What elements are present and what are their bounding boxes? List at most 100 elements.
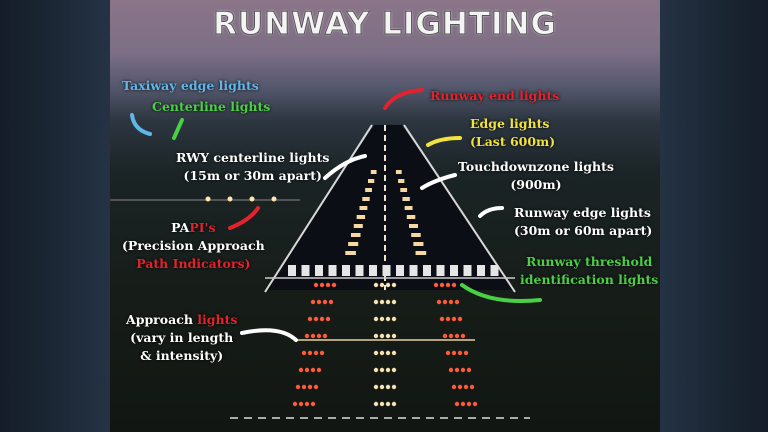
approach-light [391, 350, 397, 356]
approach-light [442, 333, 448, 339]
label-rwy-centerline-lights: RWY centerline lights(15m or 30m apart) [176, 150, 330, 183]
approach-light [328, 299, 334, 305]
arrow-approach [240, 328, 298, 342]
threshold-bar [328, 265, 337, 276]
threshold-bar [450, 265, 458, 276]
approach-light [469, 384, 475, 390]
papi-light [205, 196, 211, 202]
arrow-runway-edge [478, 206, 504, 218]
approach-light [448, 367, 454, 373]
approach-light [460, 333, 466, 339]
approach-light [307, 384, 313, 390]
approach-light [448, 333, 454, 339]
approach-light [373, 299, 379, 305]
approach-light [463, 350, 469, 356]
page-title: RUNWAY LIGHTING [213, 6, 557, 43]
papi-light [249, 196, 255, 202]
arrow-edge [426, 136, 462, 147]
label-runway-end-lights: Runway end lights [430, 88, 560, 103]
approach-lights [230, 282, 530, 419]
approach-light [451, 282, 457, 288]
approach-light [391, 333, 397, 339]
tdz-light-left [353, 224, 363, 228]
tdz-light-right [411, 233, 421, 237]
arrow-tdz [420, 173, 457, 190]
approach-light [316, 299, 322, 305]
threshold-bar [355, 265, 364, 276]
approach-light [373, 384, 379, 390]
tdz-light-left [370, 170, 377, 174]
approach-light [451, 350, 457, 356]
approach-light [457, 384, 463, 390]
papi-lights [205, 196, 277, 202]
touchdown-zone-lights [345, 170, 427, 255]
approach-light [373, 401, 379, 407]
approach-light [385, 367, 391, 373]
approach-light [313, 316, 319, 322]
approach-light [373, 333, 379, 339]
arrow-centerline [172, 118, 184, 140]
approach-light [373, 316, 379, 322]
approach-light [319, 316, 325, 322]
approach-light [316, 333, 322, 339]
papi-light [271, 196, 277, 202]
approach-light [295, 384, 301, 390]
approach-light [310, 299, 316, 305]
runway-left-edge [264, 124, 373, 293]
threshold-bar [369, 265, 377, 276]
arrow-threshold [460, 283, 542, 303]
tdz-light-left [367, 179, 375, 183]
runway-right-edge [403, 124, 516, 293]
approach-light [319, 282, 325, 288]
papi-light [227, 196, 233, 202]
approach-light [385, 282, 391, 288]
threshold-bar [490, 265, 499, 276]
approach-light [391, 282, 397, 288]
tdz-light-right [413, 242, 424, 246]
approach-light [442, 299, 448, 305]
approach-light [325, 282, 331, 288]
tdz-light-left [348, 242, 359, 246]
approach-light [445, 282, 451, 288]
approach-light [379, 333, 385, 339]
approach-light [379, 367, 385, 373]
arrow-runway-end [383, 88, 424, 110]
approach-light [310, 333, 316, 339]
approach-light [310, 367, 316, 373]
threshold-bar [436, 265, 445, 276]
approach-light [373, 282, 379, 288]
label-approach-lights: Approach lights (vary in length & intens… [126, 312, 238, 363]
threshold-bar [315, 265, 323, 276]
threshold-bar [396, 265, 404, 276]
approach-light [322, 299, 328, 305]
approach-light [313, 282, 319, 288]
approach-light [454, 333, 460, 339]
label-edge-lights: Edge lights(Last 600m) [470, 116, 556, 149]
approach-light [466, 367, 472, 373]
approach-light [379, 316, 385, 322]
label-runway-edge-lights: Runway edge lights(30m or 60m apart) [514, 205, 653, 238]
approach-light [325, 316, 331, 322]
approach-light [322, 333, 328, 339]
tdz-light-left [356, 215, 366, 219]
approach-light [454, 401, 460, 407]
approach-light [457, 316, 463, 322]
approach-light [391, 384, 397, 390]
tdz-light-left [345, 251, 356, 255]
approach-light [313, 384, 319, 390]
approach-light [391, 367, 397, 373]
approach-light [373, 350, 379, 356]
approach-light [307, 350, 313, 356]
approach-light [385, 350, 391, 356]
approach-light [385, 299, 391, 305]
approach-light [310, 401, 316, 407]
approach-light [385, 316, 391, 322]
approach-light [385, 384, 391, 390]
tdz-light-right [398, 179, 405, 183]
approach-light [436, 299, 442, 305]
threshold-bar [288, 265, 296, 276]
arrow-papi [228, 206, 260, 230]
label-papi: PAPI's (Precision Approach Path Indicato… [122, 220, 265, 271]
approach-light [379, 401, 385, 407]
tdz-light-right [409, 224, 418, 228]
